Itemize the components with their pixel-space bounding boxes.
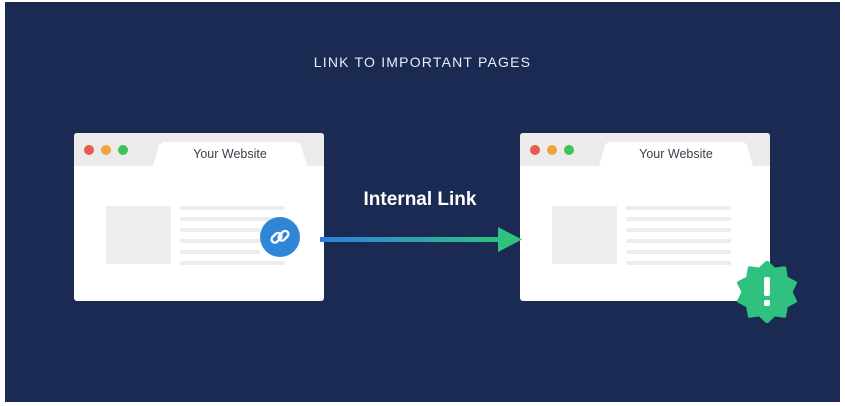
browser-tab-title: Your Website bbox=[639, 147, 713, 161]
browser-tab: Your Website bbox=[153, 142, 307, 166]
browser-titlebar: Your Website bbox=[520, 133, 770, 166]
text-line-placeholder bbox=[626, 228, 731, 232]
text-line-placeholder bbox=[626, 217, 731, 221]
diagram-heading: LINK TO IMPORTANT PAGES bbox=[313, 54, 532, 70]
window-close-dot-icon bbox=[84, 145, 94, 155]
target-browser-window: Your Website bbox=[520, 133, 770, 301]
image-placeholder bbox=[106, 206, 171, 264]
exclamation-badge-icon bbox=[736, 261, 798, 323]
text-line-placeholder bbox=[180, 217, 285, 221]
window-close-dot-icon bbox=[530, 145, 540, 155]
browser-titlebar: Your Website bbox=[74, 133, 324, 166]
window-maximize-dot-icon bbox=[564, 145, 574, 155]
text-line-placeholder bbox=[180, 228, 260, 232]
text-line-placeholder bbox=[626, 239, 731, 243]
window-maximize-dot-icon bbox=[118, 145, 128, 155]
text-line-placeholder bbox=[626, 250, 731, 254]
text-line-placeholder bbox=[626, 261, 731, 265]
text-line-placeholder bbox=[626, 206, 731, 210]
window-minimize-dot-icon bbox=[101, 145, 111, 155]
diagram-canvas: LINK TO IMPORTANT PAGES Your Website You… bbox=[5, 2, 840, 402]
link-badge bbox=[260, 217, 300, 257]
browser-tab: Your Website bbox=[599, 142, 753, 166]
arrow-head bbox=[498, 227, 522, 252]
link-icon bbox=[270, 229, 290, 244]
browser-tab-title: Your Website bbox=[193, 147, 267, 161]
text-line-placeholder bbox=[180, 261, 285, 265]
window-minimize-dot-icon bbox=[547, 145, 557, 155]
text-line-placeholder bbox=[180, 250, 260, 254]
image-placeholder bbox=[552, 206, 617, 264]
text-line-placeholder bbox=[180, 239, 260, 243]
internal-link-arrow bbox=[320, 227, 522, 252]
arrow-shaft bbox=[320, 237, 503, 242]
text-line-placeholder bbox=[180, 206, 285, 210]
internal-link-label: Internal Link bbox=[363, 189, 477, 210]
